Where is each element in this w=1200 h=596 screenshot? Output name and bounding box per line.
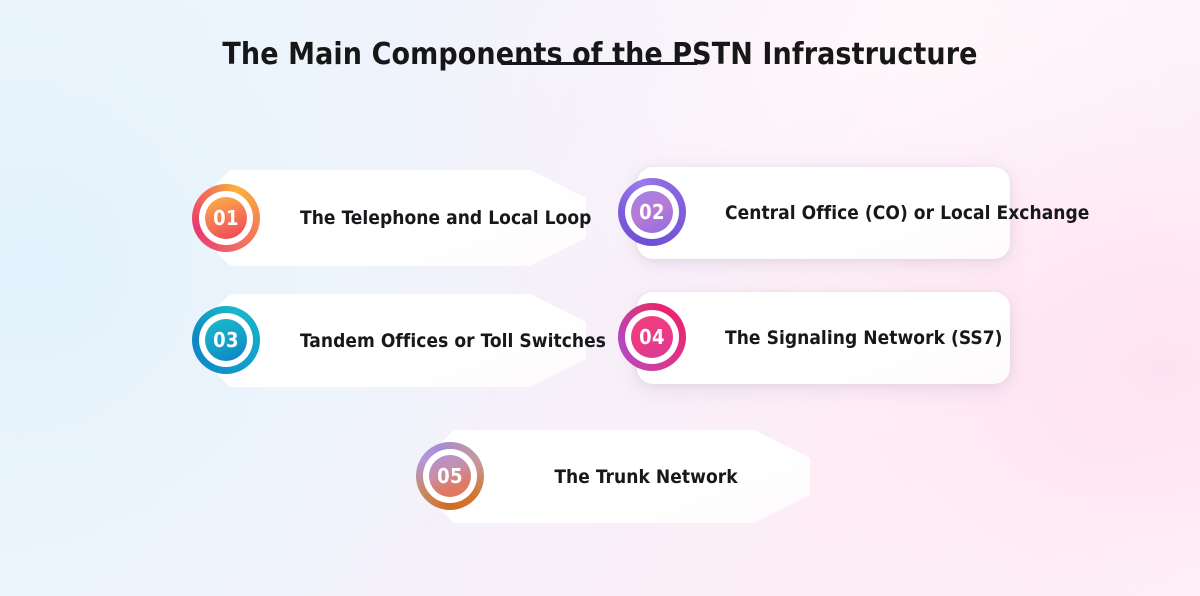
- card-label-05: The Trunk Network: [554, 465, 738, 488]
- card-background-02: [637, 167, 1010, 259]
- component-card-04[interactable]: The Signaling Network (SS7): [637, 292, 1010, 384]
- card-number-badge-02: 02: [618, 178, 686, 246]
- title-divider: [501, 62, 698, 65]
- badge-core-03: [205, 319, 247, 361]
- card-number-badge-03: 03: [192, 306, 260, 374]
- component-card-02[interactable]: Central Office (CO) or Local Exchange: [637, 167, 1089, 259]
- card-label-01: The Telephone and Local Loop: [300, 207, 592, 229]
- card-number-05: 05: [437, 463, 463, 488]
- badge-core-02: [631, 191, 673, 233]
- badge-core-01: [205, 197, 247, 239]
- card-number-badge-05: 05: [416, 442, 484, 510]
- card-number-03: 03: [213, 327, 239, 352]
- card-number-04: 04: [639, 324, 665, 349]
- card-label-04: The Signaling Network (SS7): [725, 327, 1003, 349]
- page-title: The Main Components of the PSTN Infrastr…: [222, 37, 978, 72]
- component-card-03[interactable]: Tandem Offices or Toll Switches: [212, 294, 606, 387]
- card-background-03: [212, 294, 586, 387]
- card-label-03: Tandem Offices or Toll Switches: [300, 329, 607, 352]
- card-number-badge-01: 01: [192, 184, 260, 252]
- card-label-02: Central Office (CO) or Local Exchange: [725, 202, 1090, 224]
- card-background-04: [637, 292, 1010, 384]
- card-number-01: 01: [213, 205, 239, 230]
- badge-core-05: [429, 455, 471, 497]
- card-background-05: [436, 430, 810, 523]
- card-background-01: [212, 170, 586, 266]
- component-card-01[interactable]: The Telephone and Local Loop: [212, 170, 591, 266]
- badge-core-04: [631, 316, 673, 358]
- card-number-02: 02: [639, 199, 665, 224]
- page-title-container: The Main Components of the PSTN Infrastr…: [0, 37, 1200, 73]
- card-number-badge-04: 04: [618, 303, 686, 371]
- component-card-05[interactable]: The Trunk Network: [436, 430, 810, 523]
